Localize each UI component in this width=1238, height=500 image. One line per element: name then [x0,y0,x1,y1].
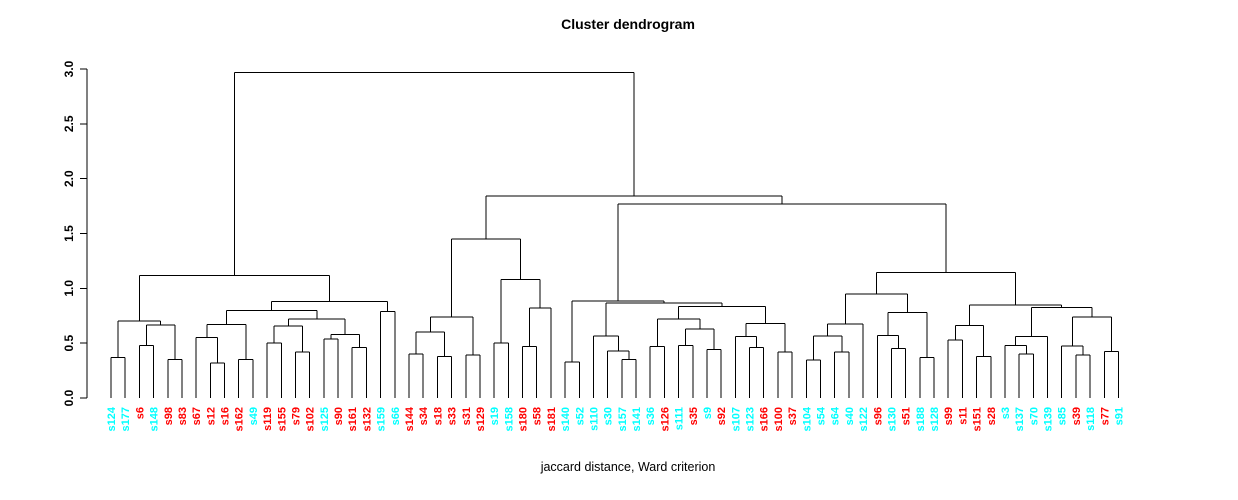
leaf-label: s16 [220,407,232,425]
leaf-label: s58 [532,407,544,425]
x-axis-caption: jaccard distance, Ward criterion [540,460,716,474]
leaf-label: s118 [1085,407,1097,431]
leaf-label: s104 [801,406,813,431]
leaf-label: s155 [276,407,288,431]
leaf-label: s110 [589,407,601,431]
leaf-label: s119 [262,407,274,431]
leaf-label: s66 [390,407,402,425]
leaf-label: s40 [844,407,856,425]
leaf-label: s111 [674,407,686,430]
leaf-label: s161 [347,407,359,431]
leaf-label: s19 [489,407,501,425]
leaf-label: s158 [503,407,515,431]
leaf-label: s125 [319,407,331,431]
leaf-label: s49 [248,407,260,425]
leaf-label: s130 [886,407,898,431]
leaf-label: s177 [120,407,132,431]
leaf-label: s100 [773,407,785,431]
y-axis-tick-labels: 0.0 0.5 1.0 1.5 2.0 2.5 3.0 [62,60,76,406]
leaf-label: s28 [986,407,998,425]
leaf-label: s151 [972,407,984,431]
leaf-label: s90 [333,407,345,425]
leaf-label: s54 [816,406,828,425]
leaf-label: s85 [1057,407,1069,425]
chart-title: Cluster dendrogram [561,16,695,32]
leaf-label: s92 [716,407,728,425]
leaf-label: s140 [560,407,572,431]
leaf-label: s157 [617,407,629,431]
leaf-label: s79 [291,407,303,425]
leaf-label: s64 [830,406,842,425]
leaf-label: s166 [759,407,771,431]
y-tick-label: 3.0 [62,60,76,77]
leaf-label: s33 [447,407,459,425]
y-tick-label: 2.5 [62,115,76,132]
y-tick-label: 1.5 [62,225,76,242]
leaf-label: s129 [475,407,487,431]
leaf-label: s139 [1043,407,1055,431]
leaf-label: s67 [191,407,203,425]
y-tick-label: 2.0 [62,170,76,187]
leaf-label: s132 [361,407,373,431]
leaf-label: s148 [149,407,161,431]
leaf-label: s188 [915,407,927,431]
leaf-label: s6 [134,407,146,419]
y-tick-label: 0.0 [62,389,76,406]
leaf-label: s11 [957,407,969,425]
leaf-label: s122 [858,407,870,431]
leaf-label: s35 [688,407,700,425]
leaf-label: s51 [901,407,913,425]
dendrogram-links [110,71,1119,398]
leaf-label: s70 [1028,407,1040,425]
leaf-label: s52 [574,407,586,425]
leaf-label: s77 [1099,407,1111,425]
leaf-label: s91 [1114,407,1126,425]
leaf-label: s12 [205,407,217,425]
leaf-label: s30 [603,407,615,425]
leaf-label: s98 [163,407,175,425]
leaf-label: s107 [730,407,742,431]
leaf-label: s159 [376,407,388,431]
y-tick-label: 1.0 [62,280,76,297]
leaf-label: s99 [943,407,955,425]
y-tick-label: 0.5 [62,335,76,352]
leaf-label: s128 [929,407,941,431]
leaf-label: s137 [1014,407,1026,431]
leaf-label: s3 [1000,407,1012,419]
leaf-label: s141 [631,407,643,431]
leaf-label: s9 [702,407,714,419]
leaf-label: s37 [787,407,799,425]
y-axis [80,68,88,399]
leaf-label: s181 [546,407,558,431]
leaf-label: s124 [106,406,118,431]
leaf-label: s162 [234,407,246,431]
leaf-label: s144 [404,406,416,431]
leaf-label: s39 [1071,407,1083,425]
leaf-label: s36 [645,407,657,425]
leaf-label: s123 [745,407,757,431]
leaf-label: s18 [432,407,444,425]
leaf-label: s31 [461,407,473,425]
leaf-label: s96 [872,407,884,425]
leaf-label: s126 [659,407,671,431]
leaf-label: s102 [305,407,317,431]
leaf-label: s180 [518,407,530,431]
leaf-label: s34 [418,406,430,425]
leaf-label: s83 [177,407,189,425]
